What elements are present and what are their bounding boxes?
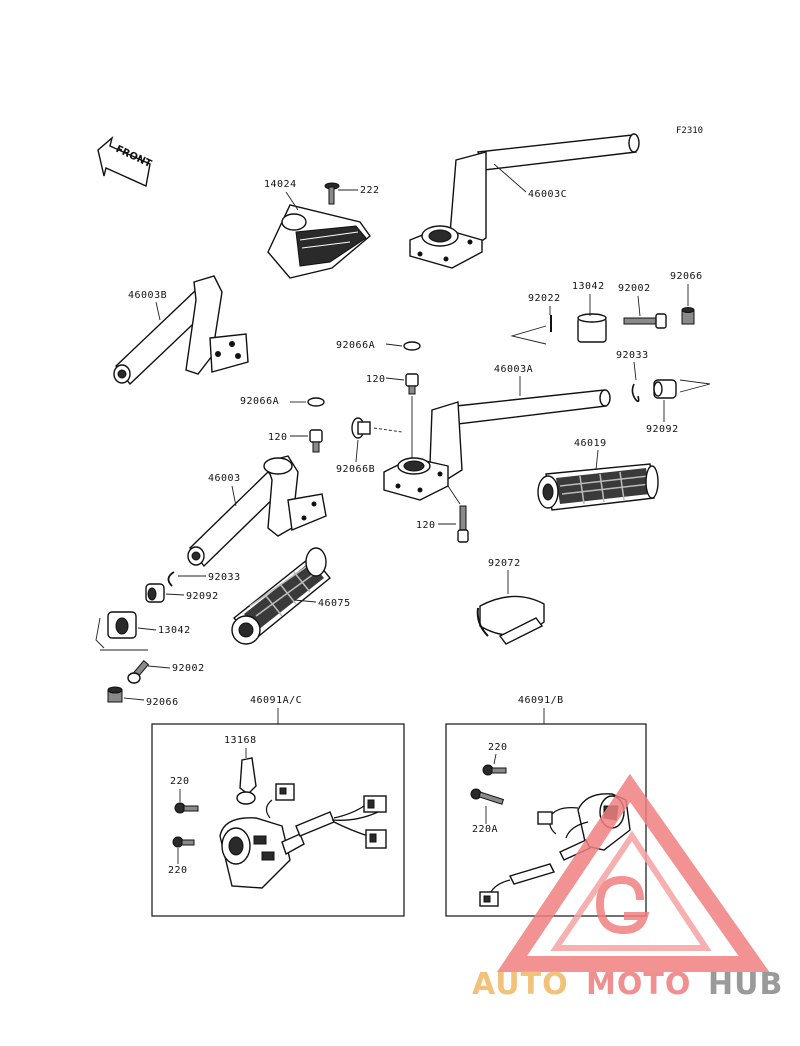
- label-46003: 46003: [208, 473, 241, 484]
- part-92066-nut: [681, 307, 695, 325]
- label-46091B: 46091/B: [518, 695, 564, 706]
- watermark-logo: [497, 773, 770, 972]
- label-92066-top: 92066: [670, 271, 703, 282]
- part-220-screw-a: [174, 802, 199, 814]
- label-220-b: 220: [168, 865, 188, 876]
- label-220A: 220A: [472, 824, 498, 835]
- label-92022: 92022: [528, 293, 561, 304]
- part-13168-lever: [236, 757, 257, 805]
- part-120-bolt-3: [457, 505, 469, 543]
- part-92072-band: [476, 595, 545, 645]
- label-220-a: 220: [170, 776, 190, 787]
- part-46003B-handlebar: [113, 275, 249, 386]
- label-92066A-2: 92066A: [240, 396, 279, 407]
- label-92066B: 92066B: [336, 464, 375, 475]
- label-92033-bot: 92033: [208, 572, 241, 583]
- label-92092-bot: 92092: [186, 591, 219, 602]
- part-92002-bolt: [623, 313, 667, 329]
- part-120-bolt-2: [309, 429, 323, 453]
- part-92066A-washer-2: [307, 397, 325, 407]
- watermark-hub: HUB: [708, 967, 783, 1002]
- label-46075: 46075: [318, 598, 351, 609]
- part-14024-bracket: [267, 204, 371, 279]
- label-46019: 46019: [574, 438, 607, 449]
- label-13168: 13168: [224, 735, 257, 746]
- part-13042-weight-2: [107, 611, 137, 639]
- watermark-text: AUTO MOTO HUB: [472, 967, 783, 1002]
- part-92066B-cap: [351, 417, 371, 439]
- part-46003C-handlebar: [409, 133, 640, 269]
- part-92033-clip-2: [167, 571, 175, 587]
- part-220A-screw: [470, 788, 505, 805]
- part-92066-nut-2: [107, 686, 123, 703]
- label-13042-bot: 13042: [158, 625, 191, 636]
- part-120-bolt: [405, 373, 419, 395]
- label-222: 222: [360, 185, 380, 196]
- part-46003-handlebar: [187, 455, 327, 568]
- label-92066-bot: 92066: [146, 697, 179, 708]
- watermark-auto: AUTO: [472, 967, 569, 1002]
- label-92072: 92072: [488, 558, 521, 569]
- label-120-1: 120: [366, 374, 386, 385]
- switch-housing-left: [219, 783, 387, 889]
- label-92092-top: 92092: [646, 424, 679, 435]
- part-13042-weight: [577, 313, 607, 343]
- label-220-c: 220: [488, 742, 508, 753]
- label-92002-bot: 92002: [172, 663, 205, 674]
- label-46003C: 46003C: [528, 189, 567, 200]
- switch-box-left: [151, 723, 405, 917]
- part-92066A-washer: [403, 341, 421, 351]
- part-92092-collar-2: [145, 583, 165, 603]
- label-120-2: 120: [268, 432, 288, 443]
- part-46075-grip: [231, 547, 331, 645]
- part-46019-grip: [537, 463, 659, 511]
- watermark-moto: MOTO: [586, 967, 691, 1002]
- label-92002-top: 92002: [618, 283, 651, 294]
- part-46003A-handlebar: [383, 389, 611, 501]
- label-92066A-1: 92066A: [336, 340, 375, 351]
- part-220-screw-c: [482, 764, 507, 776]
- label-92033-top: 92033: [616, 350, 649, 361]
- label-120-3: 120: [416, 520, 436, 531]
- part-220-screw-b: [172, 836, 195, 848]
- label-13042-top: 13042: [572, 281, 605, 292]
- label-46091AC: 46091A/C: [250, 695, 302, 706]
- part-92033-clip: [631, 383, 640, 403]
- part-92002-bolt-2: [127, 659, 150, 684]
- label-46003A: 46003A: [494, 364, 533, 375]
- part-92092-collar: [653, 379, 677, 399]
- label-46003B: 46003B: [128, 290, 167, 301]
- label-14024: 14024: [264, 179, 297, 190]
- figure-code: F2310: [676, 126, 703, 136]
- part-222-bolt: [324, 182, 340, 205]
- front-arrow-icon: FRONT: [97, 136, 153, 188]
